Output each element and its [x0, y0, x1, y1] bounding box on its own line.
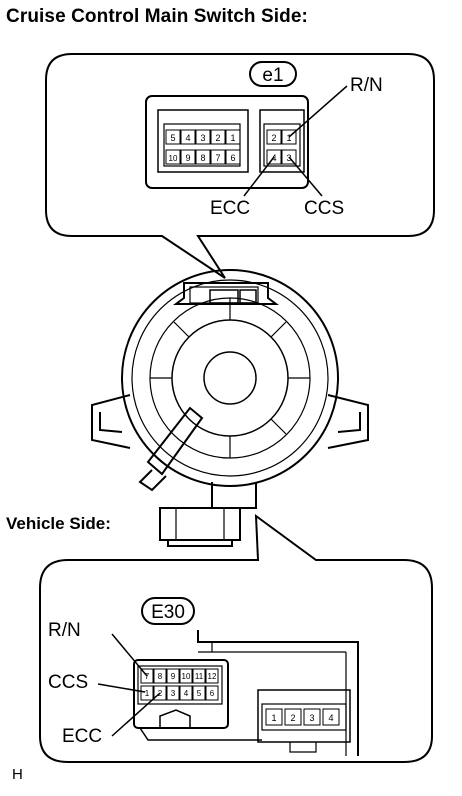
- e30-pin: 11: [195, 672, 204, 681]
- e1-ccs-label: CCS: [304, 198, 344, 219]
- e30-pin: 6: [210, 689, 215, 698]
- clock-spring-assembly: [91, 269, 369, 547]
- e1-small-pin-grid: [266, 129, 297, 165]
- e1-pin: 1: [286, 133, 291, 143]
- e30-side-pin: 3: [309, 713, 314, 723]
- e30-pin: 5: [197, 689, 202, 698]
- e30-pin: 8: [158, 672, 163, 681]
- e30-ecc-label: ECC: [62, 726, 102, 747]
- top-callout: [45, 53, 435, 279]
- e30-pin: 2: [158, 689, 163, 698]
- e1-pin: 4: [185, 133, 190, 143]
- e30-side-pin: 2: [290, 713, 295, 723]
- e1-pin: 10: [169, 154, 178, 163]
- e30-side-pin: 1: [271, 713, 276, 723]
- e30-pin: 4: [184, 689, 189, 698]
- page-title: Cruise Control Main Switch Side:: [6, 6, 308, 27]
- e1-large-pin-grid: [165, 129, 241, 165]
- e1-pin: 8: [200, 153, 205, 163]
- e1-pin: 4: [271, 153, 276, 163]
- e30-pin: 10: [182, 672, 191, 681]
- e1-pin: 2: [271, 133, 276, 143]
- e1-pin: 2: [215, 133, 220, 143]
- e1-pin: 7: [215, 153, 220, 163]
- e1-rn-label: R/N: [350, 75, 383, 96]
- e30-side-pin: 4: [328, 713, 333, 723]
- e1-pin: 6: [230, 153, 235, 163]
- e30-pin: 9: [171, 672, 176, 681]
- e1-pin: 5: [170, 133, 175, 143]
- figure-code: H: [12, 766, 23, 783]
- e30-side-pin-grid: [265, 708, 340, 726]
- vehicle-side-label: Vehicle Side:: [6, 514, 111, 533]
- e1-pin: 3: [200, 133, 205, 143]
- e30-pin: 1: [145, 689, 150, 698]
- e1-connector-id: e1: [262, 65, 283, 86]
- e30-connector-id: E30: [151, 602, 185, 623]
- bottom-callout: [39, 513, 433, 763]
- e30-pin: 12: [208, 672, 217, 681]
- e1-ecc-label: ECC: [210, 198, 250, 219]
- e30-pin: 7: [145, 672, 150, 681]
- e1-pin: 9: [185, 153, 190, 163]
- e30-pin-grid: [140, 668, 219, 701]
- e1-pin: 3: [286, 153, 291, 163]
- e1-pin: 1: [230, 133, 235, 143]
- e30-rn-label: R/N: [48, 620, 81, 641]
- e30-ccs-label: CCS: [48, 672, 88, 693]
- e30-pin: 3: [171, 689, 176, 698]
